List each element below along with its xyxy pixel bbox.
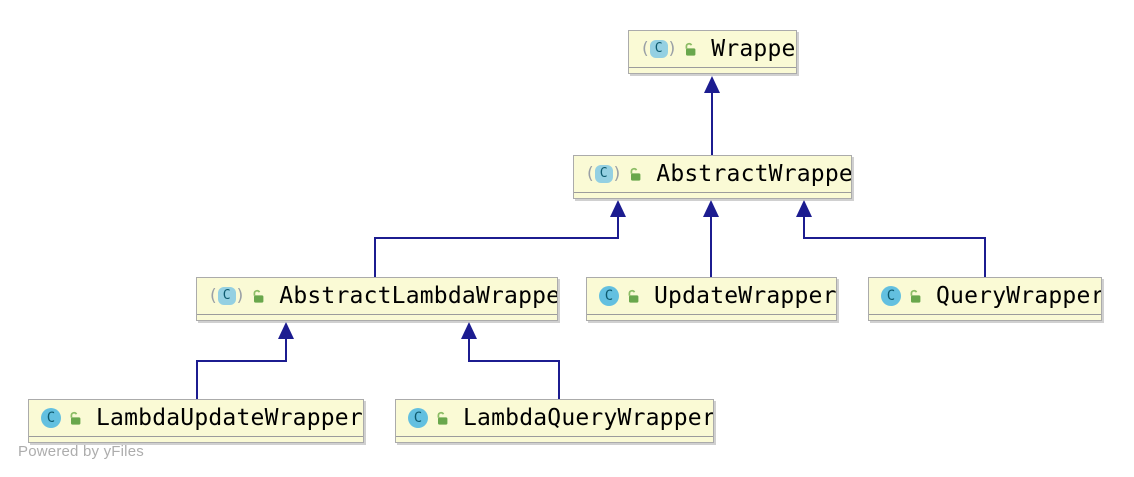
public-visibility-lock-icon <box>626 289 641 304</box>
class-node-querywrapper[interactable]: C QueryWrapper <box>868 277 1102 321</box>
node-members-compartment <box>574 192 851 198</box>
class-name-label: LambdaUpdateWrapper <box>96 405 363 431</box>
class-node-lambdaquerywrapper[interactable]: C LambdaQueryWrapper <box>395 399 714 443</box>
class-node-abstractwrapper[interactable]: (C) AbstractWrapper <box>573 155 852 199</box>
edge-lambdaupdatewrapper-extends-abstractlambdawrapper <box>196 322 294 399</box>
public-visibility-lock-icon <box>908 289 923 304</box>
abstract-class-icon: (C) <box>210 286 244 306</box>
edge-querywrapper-extends-abstractwrapper <box>796 200 986 277</box>
class-icon: C <box>881 286 901 306</box>
class-node-updatewrapper[interactable]: C UpdateWrapper <box>586 277 837 321</box>
public-visibility-lock-icon <box>628 167 643 182</box>
node-members-compartment <box>396 436 713 442</box>
class-icon: C <box>408 408 428 428</box>
class-name-label: QueryWrapper <box>936 283 1101 309</box>
class-node-wrapper[interactable]: (C) Wrapper <box>628 30 797 74</box>
edge-abstractlambdawrapper-extends-abstractwrapper <box>374 200 626 277</box>
class-name-label: AbstractLambdaWrapper <box>279 283 557 309</box>
class-node-title: C LambdaQueryWrapper <box>396 400 713 436</box>
edge-lambdaquerywrapper-extends-abstractlambdawrapper <box>461 322 560 399</box>
class-node-abstractlambdawrapper[interactable]: (C) AbstractLambdaWrapper <box>196 277 558 321</box>
node-members-compartment <box>629 67 796 73</box>
class-name-label: LambdaQueryWrapper <box>463 405 713 431</box>
class-node-title: C QueryWrapper <box>869 278 1101 314</box>
class-node-title: (C) AbstractLambdaWrapper <box>197 278 557 314</box>
public-visibility-lock-icon <box>683 42 698 57</box>
edge-abstractwrapper-extends-wrapper <box>704 76 720 155</box>
node-members-compartment <box>587 314 836 320</box>
public-visibility-lock-icon <box>435 411 450 426</box>
abstract-class-icon: (C) <box>642 39 676 59</box>
class-name-label: Wrapper <box>711 36 796 62</box>
node-members-compartment <box>29 436 363 442</box>
class-icon: C <box>41 408 61 428</box>
public-visibility-lock-icon <box>68 411 83 426</box>
class-name-label: AbstractWrapper <box>656 161 851 187</box>
class-node-title: C LambdaUpdateWrapper <box>29 400 363 436</box>
public-visibility-lock-icon <box>251 289 266 304</box>
class-name-label: UpdateWrapper <box>654 283 836 309</box>
class-icon: C <box>599 286 619 306</box>
abstract-class-icon: (C) <box>587 164 621 184</box>
class-node-title: C UpdateWrapper <box>587 278 836 314</box>
node-members-compartment <box>197 314 557 320</box>
node-members-compartment <box>869 314 1101 320</box>
class-node-title: (C) Wrapper <box>629 31 796 67</box>
yfiles-watermark: Powered by yFiles <box>18 443 144 460</box>
edge-updatewrapper-extends-abstractwrapper <box>703 200 719 277</box>
class-node-title: (C) AbstractWrapper <box>574 156 851 192</box>
class-node-lambdaupdatewrapper[interactable]: C LambdaUpdateWrapper <box>28 399 364 443</box>
